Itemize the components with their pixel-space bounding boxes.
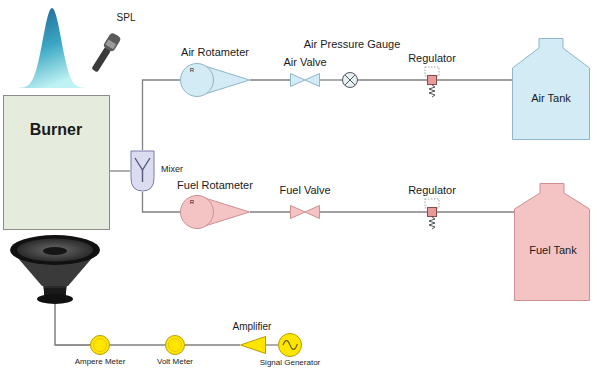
air-tank-outline (512, 38, 590, 140)
node-label: SPL (117, 12, 136, 24)
mixer-symbol: Mixer (130, 150, 155, 192)
node-label: Fuel Rotameter (177, 179, 253, 192)
fuel-tank: Fuel Tank (514, 183, 590, 301)
pipe-line (320, 79, 342, 80)
regulator-symbol-outline (427, 207, 437, 217)
valve-symbol: Air Valve (290, 73, 320, 87)
pipe-line (250, 79, 290, 80)
pressure-gauge-outline (342, 72, 358, 88)
rotameter-symbol: Air RotameterR (180, 63, 250, 97)
amplifier-symbol: Amplifier (240, 336, 266, 354)
node-label: Air Pressure Gauge (304, 38, 401, 51)
volt-meter: Volt Meter (165, 335, 185, 355)
node-label: Volt Meter (157, 357, 193, 366)
amplifier-symbol-outline (240, 336, 266, 354)
pipe-line (110, 344, 165, 345)
node-label: Air Rotameter (181, 46, 249, 59)
spl-meter-outline (93, 26, 119, 74)
pipe-line (250, 211, 290, 212)
rotameter-symbol: Fuel RotameterR (180, 195, 250, 229)
pipe-line (358, 79, 427, 80)
node-label: Air Valve (283, 56, 326, 69)
valve-symbol: Fuel Valve (290, 205, 320, 219)
burner-box-outline (3, 95, 110, 230)
symbol-mark: R (190, 199, 194, 206)
pipe-line (110, 170, 130, 171)
node-label: Air Tank (531, 92, 571, 105)
pipe-line (320, 211, 427, 212)
node-label: Fuel Valve (279, 184, 330, 197)
node-label: Fuel Tank (529, 244, 577, 257)
pipe-line (437, 79, 512, 80)
pipe-line (437, 211, 514, 212)
node-label: Amplifier (233, 321, 272, 333)
spl-meter: SPL (93, 26, 119, 74)
speaker-symbol (10, 235, 100, 304)
valve-symbol-outline (290, 73, 320, 87)
ampere-meter-outline (90, 335, 110, 355)
node-label: Regulator (408, 184, 456, 197)
pipe-line (143, 80, 181, 150)
pipe-line (185, 344, 240, 345)
symbol-mark: R (190, 67, 194, 74)
regulator-symbol: Regulator (427, 75, 437, 85)
node-label: Ampere Meter (75, 357, 126, 366)
signal-generator-outline (278, 333, 302, 357)
ampere-meter: Ampere Meter (90, 335, 110, 355)
mixer-symbol-outline (130, 150, 155, 192)
node-label: Signal Generator (260, 358, 320, 367)
speaker-wire (55, 304, 90, 345)
pipe-line (143, 192, 181, 212)
regulator-symbol: Regulator (427, 207, 437, 217)
signal-generator: Signal Generator (278, 333, 302, 357)
valve-symbol-outline (290, 205, 320, 219)
flame-shape (14, 8, 96, 88)
burner-box: Burner (3, 95, 110, 230)
node-label: Burner (30, 121, 82, 139)
pressure-gauge: Air Pressure Gauge (342, 72, 358, 88)
node-label: Mixer (161, 164, 183, 174)
node-label: Regulator (408, 52, 456, 65)
volt-meter-outline (165, 335, 185, 355)
pipe-line (266, 344, 278, 345)
fuel-tank-outline (514, 183, 590, 301)
air-tank: Air Tank (512, 38, 590, 140)
regulator-symbol-outline (427, 75, 437, 85)
